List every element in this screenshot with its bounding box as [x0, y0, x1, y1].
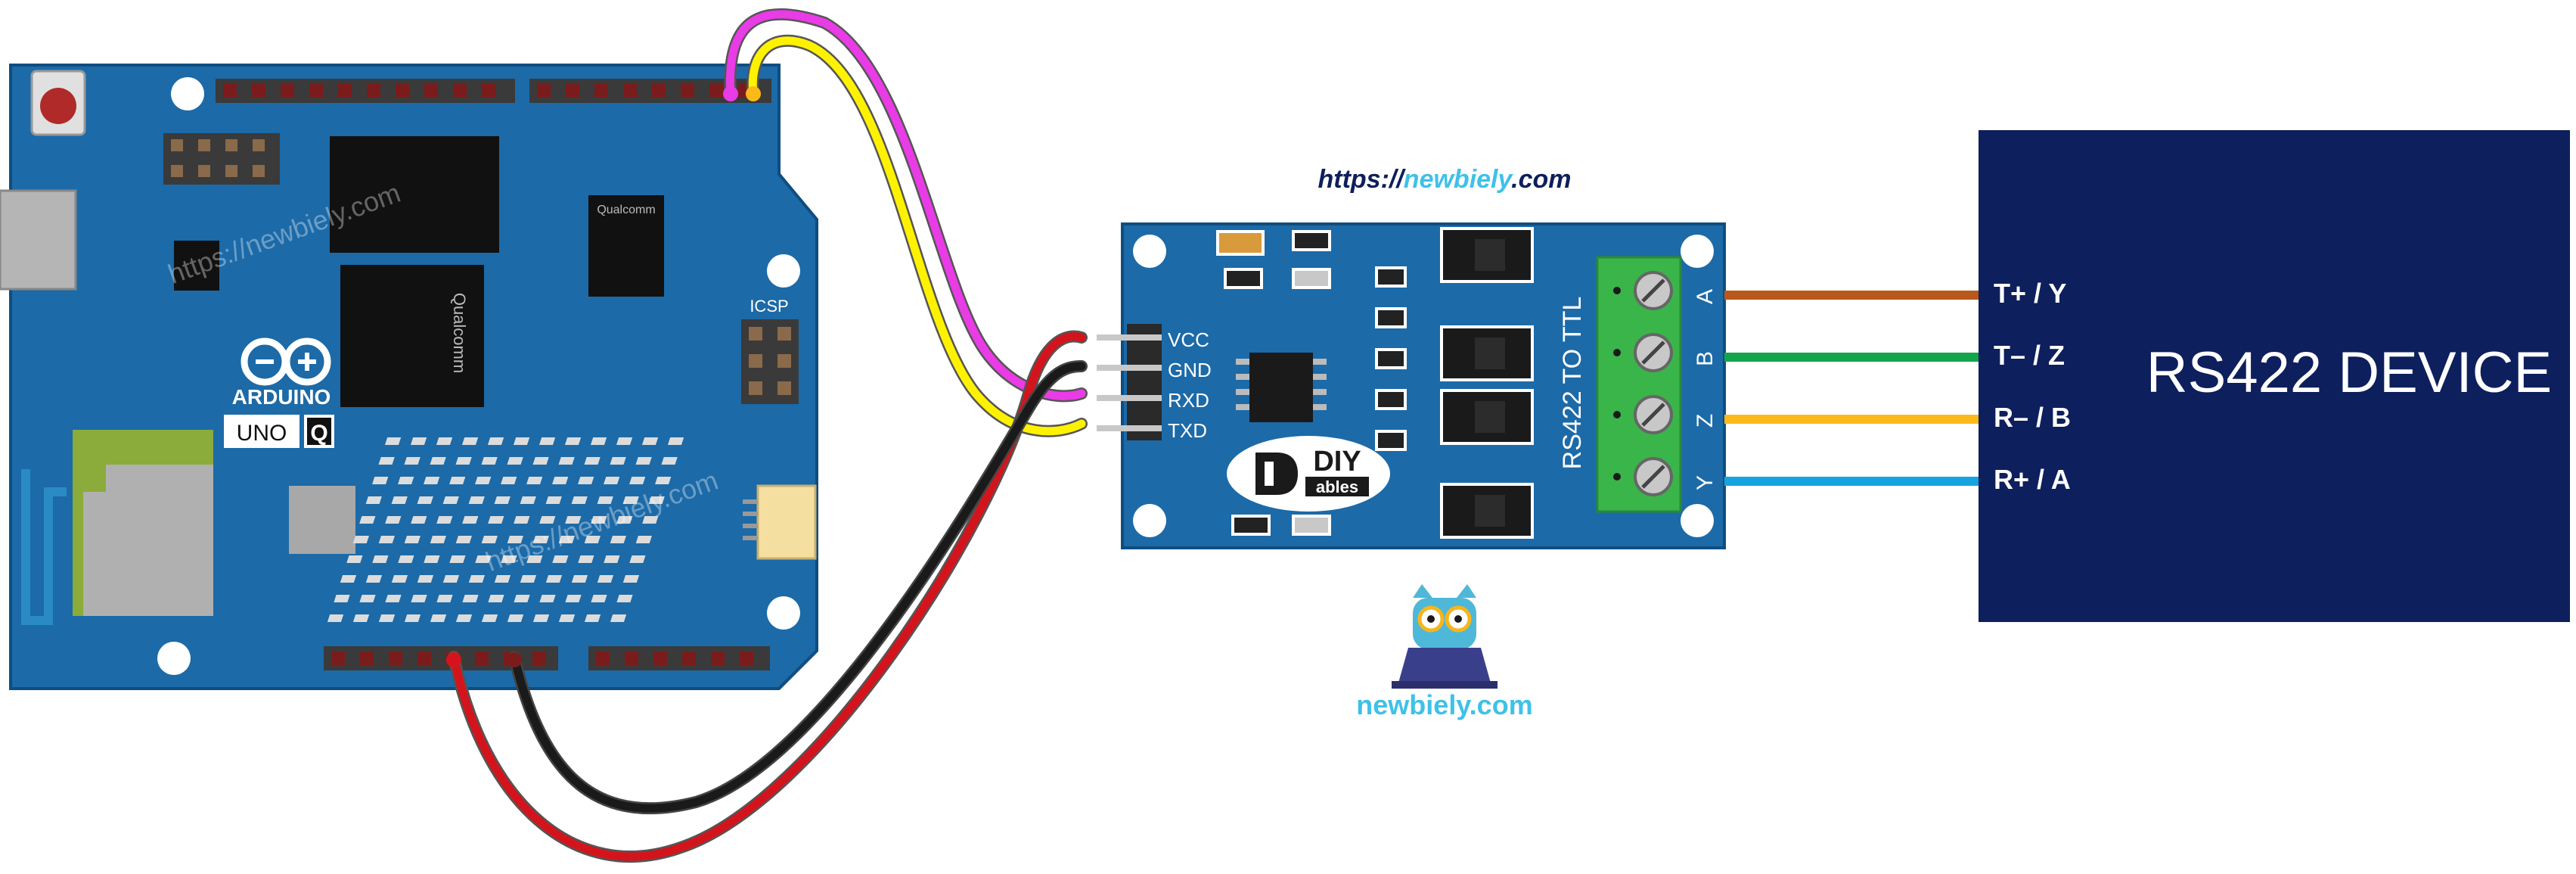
wire-red-vcc [448, 330, 1088, 863]
qualcomm-chip [340, 265, 484, 407]
smd-components [1216, 230, 1407, 536]
owl-mascot-icon [1392, 584, 1497, 689]
arduino-logo-symbols [256, 353, 316, 371]
module-ic-chip [1249, 353, 1313, 422]
terminal-label-a: A [1693, 289, 1718, 304]
diyables-logo: DIY ables [1227, 436, 1390, 512]
url-prefix: https:// [1317, 165, 1406, 194]
antenna-trace [21, 469, 67, 625]
chip-brand-label: Qualcomm [450, 293, 469, 373]
bottom-header-right [588, 646, 770, 670]
tvs-diodes [1440, 227, 1534, 539]
top-header-left [216, 79, 515, 103]
terminal-label-b: B [1693, 351, 1718, 366]
wire-black-gnd [508, 360, 1088, 815]
led-matrix [327, 434, 690, 627]
module-pin-gnd: GND [1168, 359, 1212, 381]
arduino-infinity-icon [241, 337, 331, 386]
reset-button-icon [30, 70, 86, 136]
icsp-label: ICSP [750, 297, 788, 316]
pin-block [163, 133, 280, 185]
usb-connector [0, 189, 77, 291]
owl-logo-text: newbiely.com [1356, 689, 1532, 720]
arduino-uno-q-board: Qualcomm Qualcomm ICSP ARDUINO UNO [0, 64, 818, 690]
q-label: Q [310, 421, 327, 446]
wire-magenta-rxd [724, 8, 1088, 403]
chip-brand-label-small: Qualcomm [597, 204, 655, 216]
diy-brand-top: DIY [1313, 446, 1361, 477]
device-pin-4: R+ / A [1994, 464, 2071, 495]
module-pin-rxd: RXD [1168, 389, 1209, 412]
diy-brand-bottom: ables [1316, 477, 1358, 496]
rs422-device: T+ / Y T– / Z R– / B R+ / A RS422 DEVICE [1979, 130, 2570, 622]
bottom-header-left [324, 646, 558, 670]
secondary-chip [588, 195, 664, 297]
wire-end-caps [446, 86, 761, 667]
uno-label-box [224, 415, 299, 448]
module-title: RS422 TO TTL [1558, 297, 1587, 470]
uno-label: UNO [237, 421, 287, 446]
rs422-ttl-module: VCC GND RXD TXD [1097, 222, 1726, 549]
device-pin-2: T– / Z [1994, 340, 2065, 371]
arduino-brand-label: ARDUINO [232, 385, 331, 409]
module-pin-vcc: VCC [1168, 328, 1209, 351]
device-pin-3: R– / B [1994, 402, 2071, 433]
terminal-label-z: Z [1693, 414, 1718, 428]
url-watermark: https://newbiely.com [1317, 165, 1571, 194]
url-brand: newbiely [1404, 165, 1514, 194]
processor-chip [330, 136, 499, 253]
icsp-header [741, 319, 799, 404]
side-connector [756, 484, 817, 560]
module-pin-header [1127, 324, 1162, 440]
wifi-module [73, 430, 213, 616]
small-chip [174, 241, 219, 291]
module-pin-txd: TXD [1168, 419, 1207, 442]
url-suffix: .com [1511, 165, 1571, 194]
device-pin-1: T+ / Y [1994, 278, 2066, 309]
terminal-screw-icon [1634, 271, 1673, 496]
component-square [289, 486, 355, 554]
device-title: RS422 DEVICE [2146, 341, 2552, 405]
terminal-label-y: Y [1693, 475, 1718, 490]
